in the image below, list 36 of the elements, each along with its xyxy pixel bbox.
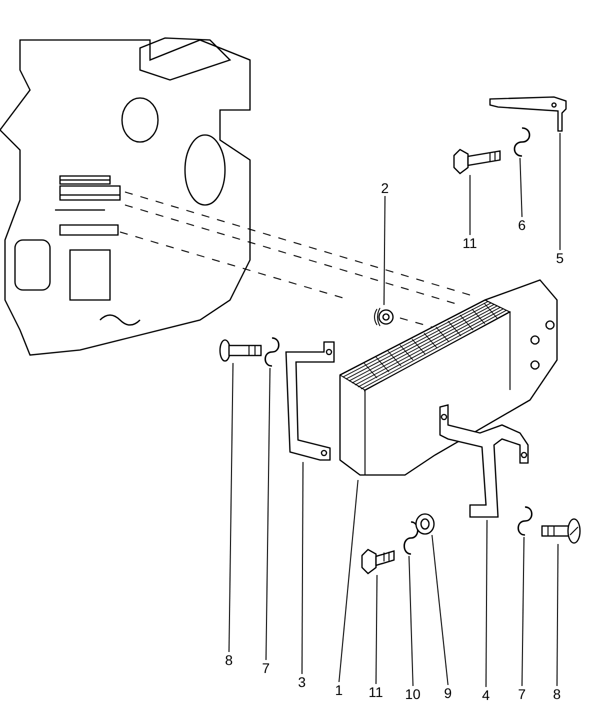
callout-number: 3 xyxy=(298,674,306,690)
leader-line xyxy=(522,536,524,686)
callout-number: 10 xyxy=(405,686,421,702)
bracket-drawing xyxy=(284,340,336,462)
callout-number: 6 xyxy=(518,217,526,233)
leader-line xyxy=(384,196,386,306)
spring-washer-drawing xyxy=(516,505,534,537)
grommet-drawing xyxy=(372,305,394,329)
callout-number: 1 xyxy=(335,682,343,698)
callout-number: 7 xyxy=(262,660,270,676)
callout-number: 11 xyxy=(462,235,478,251)
callout-number: 8 xyxy=(553,686,561,702)
spring-washer-drawing xyxy=(512,126,532,158)
callout-number: 9 xyxy=(444,685,452,701)
callout-number: 11 xyxy=(368,684,384,700)
callout-number: 5 xyxy=(556,250,564,266)
bolt-drawing xyxy=(218,338,263,363)
leader-line xyxy=(408,556,414,686)
washer-drawing xyxy=(414,513,436,535)
leader-line xyxy=(228,362,234,652)
callout-number: 4 xyxy=(482,687,490,703)
leader-line xyxy=(432,534,448,686)
leader-line xyxy=(376,574,378,684)
leader-line xyxy=(266,368,270,660)
spring-washer-drawing xyxy=(402,520,420,556)
leader-line xyxy=(486,520,488,688)
callout-number: 7 xyxy=(518,686,526,702)
leader-line xyxy=(302,462,304,674)
callout-number: 8 xyxy=(225,652,233,668)
leader-line xyxy=(556,544,558,686)
leader-line xyxy=(520,158,522,218)
bracket-drawing xyxy=(440,405,530,520)
leader-line xyxy=(338,480,358,682)
bolt-drawing xyxy=(540,518,582,544)
callout-number: 2 xyxy=(381,180,389,196)
spring-washer-drawing xyxy=(263,336,281,368)
